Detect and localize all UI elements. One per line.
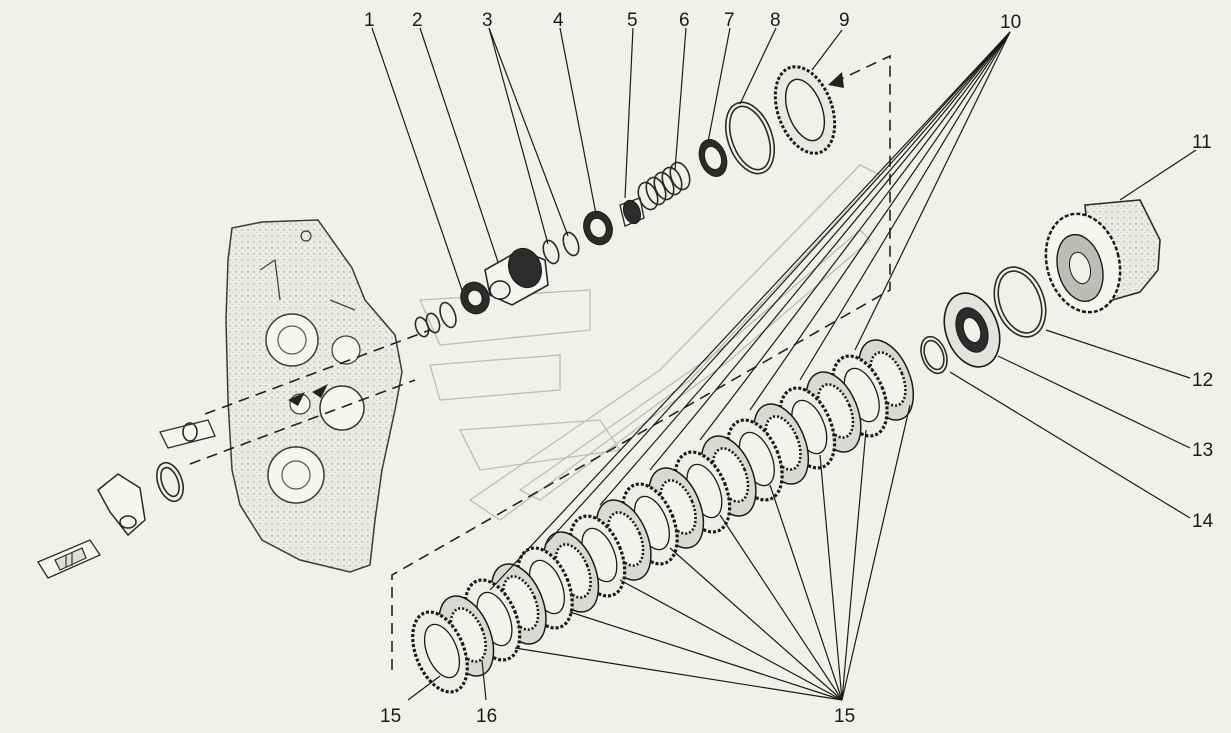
clutch-plate-stack [411,339,915,694]
callout-2: 2 [412,10,423,31]
fittings-group [37,419,216,579]
callout-9: 9 [839,10,850,31]
callout-14: 14 [1192,511,1214,532]
callout-15-left: 15 [380,706,401,727]
callout-4: 4 [553,10,564,31]
callout-10: 10 [1000,12,1021,33]
callout-13: 13 [1192,440,1213,461]
leader-lines [371,27,1197,701]
clutch-hub [920,199,1161,375]
callout-1: 1 [364,10,375,31]
callout-7: 7 [724,10,735,31]
callout-6: 6 [679,10,690,31]
spring [637,161,691,211]
callout-labels: 1 2 3 4 5 6 7 8 9 10 11 12 13 14 15 16 1… [364,10,1214,727]
callout-15-right: 15 [834,706,855,727]
callout-16: 16 [476,706,497,727]
callout-5: 5 [627,10,638,31]
callout-12: 12 [1192,370,1213,391]
gearbox-housing [225,219,403,573]
plate-bore [423,623,461,679]
callout-8: 8 [770,10,781,31]
assembly-guide-lines [189,54,891,670]
callout-3: 3 [482,10,493,31]
callout-11: 11 [1192,132,1212,153]
leader-fan-15 [514,404,911,701]
leader-fan-10 [489,31,1011,591]
upper-shaft-parts [414,65,837,338]
